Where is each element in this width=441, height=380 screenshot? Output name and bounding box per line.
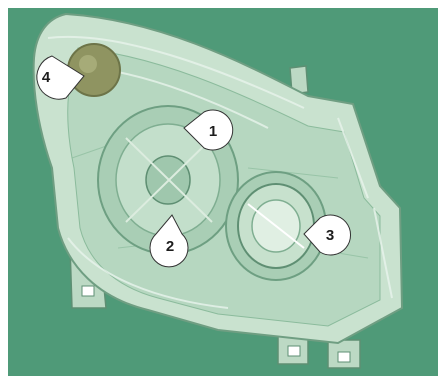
headlamp-illustration: 4 1 2 3 (8, 8, 438, 376)
callout-4-label: 4 (42, 69, 51, 86)
callout-3-label: 3 (326, 227, 334, 244)
projector-lens (226, 172, 326, 280)
callout-1-label: 1 (209, 123, 217, 140)
callout-2-label: 2 (166, 238, 174, 255)
headlamp-diagram: 4 1 2 3 (8, 8, 438, 376)
